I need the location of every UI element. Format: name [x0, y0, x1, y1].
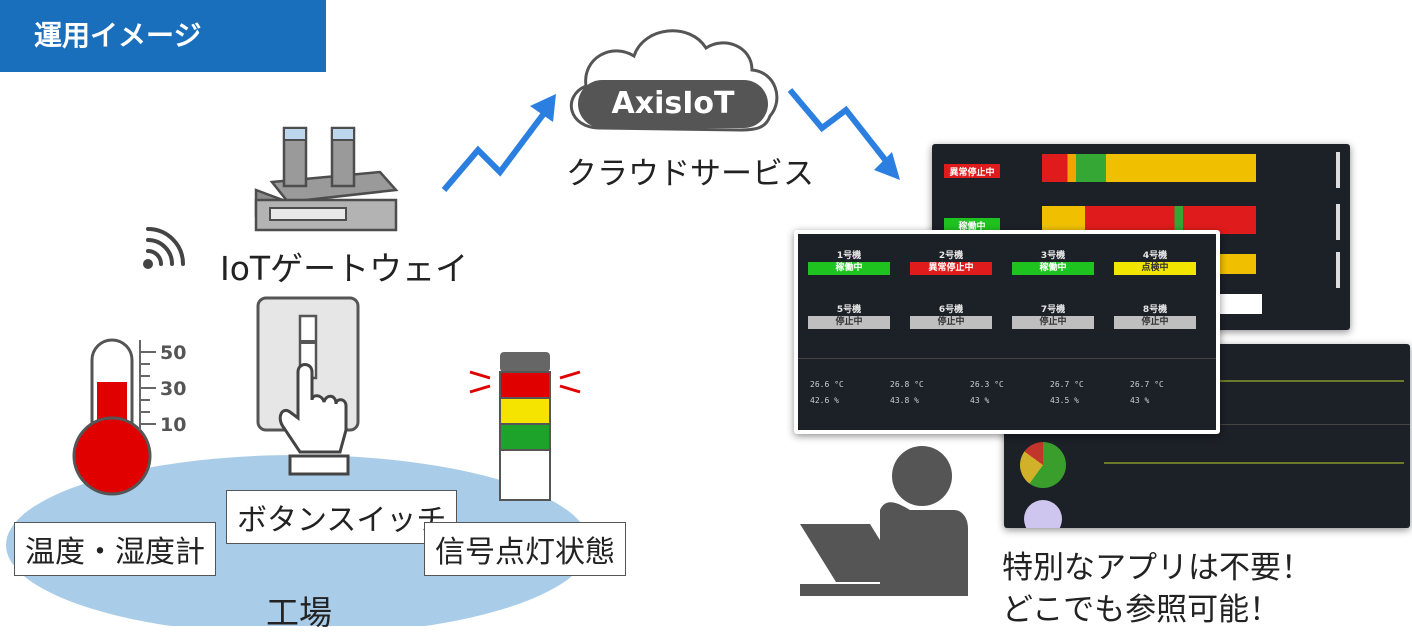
- temp-reading: 26.6 °C: [810, 380, 844, 389]
- timeline-marker-3: [1336, 252, 1340, 288]
- machine-name: 8号機: [1142, 305, 1168, 315]
- machine-name: 1号機: [836, 251, 862, 261]
- temp-reading: 26.7 °C: [1050, 380, 1084, 389]
- status-tag-run: 稼働中: [944, 218, 1000, 232]
- page-header: 運用イメージ: [0, 0, 326, 72]
- cloud-icon: [569, 29, 779, 132]
- humidity-reading: 43.8 %: [890, 396, 919, 405]
- humidity-reading: 43.5 %: [1050, 396, 1079, 405]
- sensor-label-signal: 信号点灯状態: [424, 522, 626, 576]
- timeline-bar-1: [1042, 154, 1256, 182]
- pie-chart-icon: [1020, 442, 1066, 488]
- temp-reading: 26.7 °C: [1130, 380, 1164, 389]
- gateway-label: IoTゲートウェイ: [220, 249, 469, 288]
- graph-line-2: [1104, 462, 1404, 464]
- thermo-scale-10: 10: [160, 414, 187, 436]
- cloud-caption: クラウドサービス: [566, 156, 814, 192]
- machine-status: 稼働中: [808, 262, 890, 275]
- wifi-signal-icon: [143, 227, 185, 269]
- machine-status: 点検中: [1114, 262, 1196, 275]
- machine-name: 7号機: [1040, 305, 1066, 315]
- humidity-reading: 42.6 %: [810, 396, 839, 405]
- person-laptop-icon: [800, 446, 968, 596]
- machine-status: 稼働中: [1012, 262, 1094, 275]
- temp-reading: 26.3 °C: [970, 380, 1004, 389]
- factory-name: 工場: [266, 593, 332, 632]
- machine-status: 停止中: [910, 316, 992, 329]
- timeline-bar-2: [1042, 206, 1256, 234]
- thermometer-icon: [72, 338, 156, 496]
- humidity-reading: 43 %: [1130, 396, 1150, 405]
- humidity-reading: 43 %: [970, 396, 990, 405]
- download-arrow-icon: [787, 88, 900, 180]
- graph-line-1: [1214, 380, 1404, 382]
- timeline-marker-1: [1336, 152, 1340, 188]
- button-switch-icon: [256, 296, 360, 476]
- sensor-label-temp: 温度・湿度計: [14, 522, 216, 576]
- page-title: 運用イメージ: [34, 19, 202, 52]
- machine-name: 6号機: [938, 305, 964, 315]
- machine-name: 4号機: [1142, 251, 1168, 261]
- temp-reading: 26.8 °C: [890, 380, 924, 389]
- machine-status: 停止中: [1012, 316, 1094, 329]
- thermo-scale-50: 50: [160, 342, 187, 364]
- thermo-scale-30: 30: [160, 378, 187, 400]
- viewer-line-1: 特別なアプリは不要！: [1002, 550, 1312, 586]
- gateway-device-icon: [254, 126, 399, 232]
- machine-name: 2号機: [938, 251, 964, 261]
- machine-name: 3号機: [1040, 251, 1066, 261]
- timeline-marker-2: [1336, 204, 1340, 240]
- signal-tower-icon: [469, 352, 581, 501]
- machine-status: 異常停止中: [910, 262, 992, 275]
- machine-status: 停止中: [1114, 316, 1196, 329]
- status-tag-stop-text: 異常停止中: [949, 168, 995, 178]
- status-tag-stop: 異常停止中: [944, 164, 1000, 178]
- machine-name: 5号機: [836, 305, 862, 315]
- status-divider: [798, 358, 1216, 359]
- viewer-line-2: どこでも参照可能！: [1002, 592, 1281, 628]
- sensor-label-button: ボタンスイッチ: [226, 490, 458, 544]
- cloud-name: AxisIoT: [611, 86, 735, 121]
- pie-chart-2-icon: [1024, 500, 1062, 528]
- machine-status: 停止中: [808, 316, 890, 329]
- status-tag-run-text: 稼働中: [958, 222, 986, 232]
- upload-arrow-icon: [441, 94, 556, 192]
